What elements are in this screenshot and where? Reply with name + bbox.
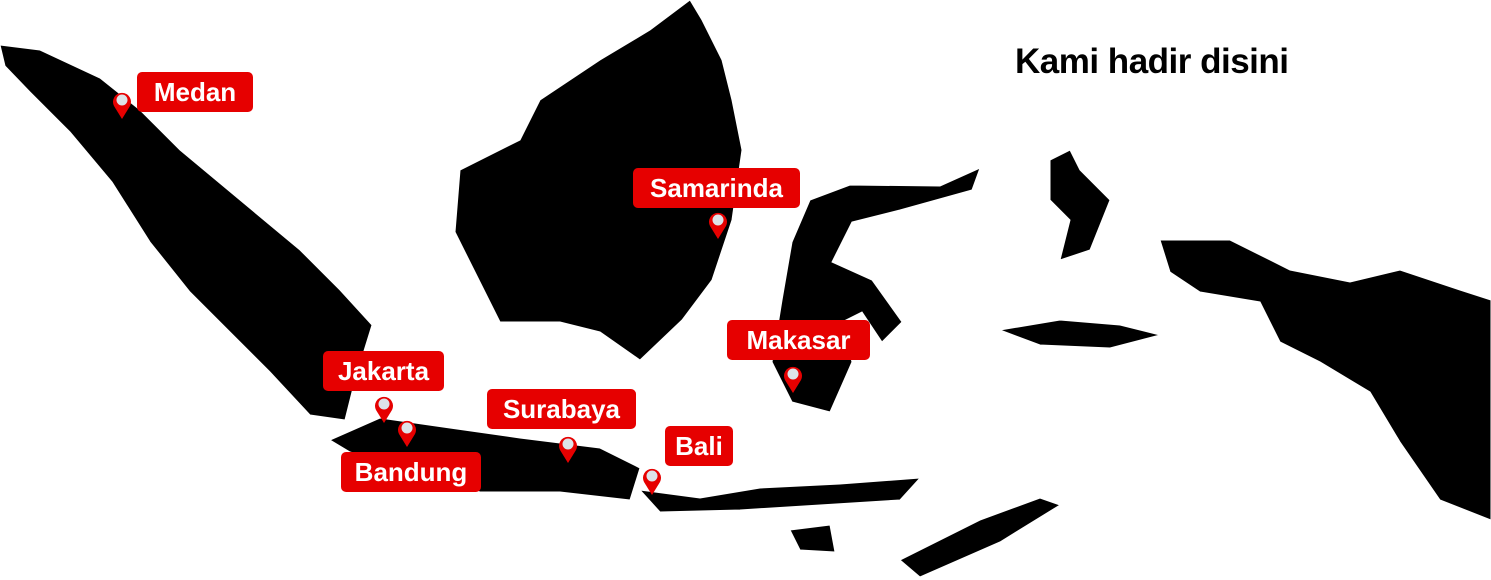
island-lesser-sunda <box>638 477 922 513</box>
island-sumba <box>789 524 836 553</box>
map-pin-icon[interactable] <box>373 394 395 424</box>
city-label-bandung[interactable]: Bandung <box>341 452 481 492</box>
map-pin-icon[interactable] <box>557 434 579 464</box>
city-label-medan[interactable]: Medan <box>137 72 253 112</box>
island-sumatra <box>0 44 373 421</box>
city-label-jakarta[interactable]: Jakarta <box>323 351 444 391</box>
map-pin-icon[interactable] <box>111 90 133 120</box>
island-seram <box>998 319 1161 349</box>
city-label-samarinda[interactable]: Samarinda <box>633 168 800 208</box>
map-pin-icon[interactable] <box>782 364 804 394</box>
city-label-surabaya[interactable]: Surabaya <box>487 389 636 429</box>
city-label-makasar[interactable]: Makasar <box>727 320 870 360</box>
island-timor <box>899 497 1062 578</box>
page-title: Kami hadir disini <box>1015 42 1289 81</box>
island-papua <box>1159 239 1491 521</box>
island-halmahera <box>1049 149 1111 261</box>
city-label-bali[interactable]: Bali <box>665 426 733 466</box>
map-pin-icon[interactable] <box>396 418 418 448</box>
map-pin-icon[interactable] <box>641 466 663 496</box>
map-pin-icon[interactable] <box>707 210 729 240</box>
